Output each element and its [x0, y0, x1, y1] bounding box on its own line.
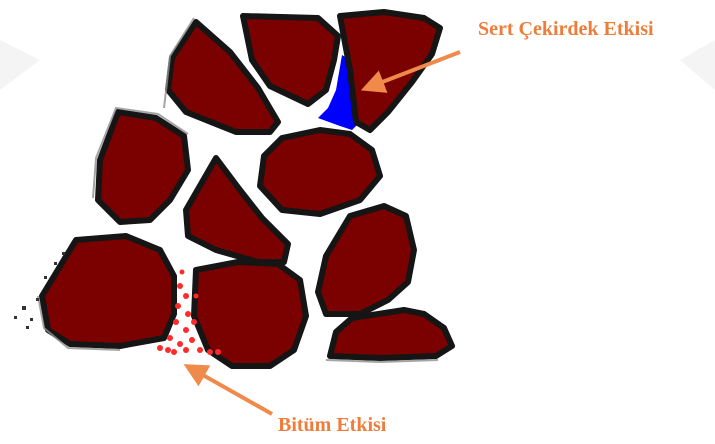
- aggregate-10: [330, 310, 452, 358]
- bitumen-arrow: [194, 370, 272, 414]
- aggregate-2: [340, 12, 440, 130]
- aggregate-9: [318, 206, 414, 314]
- aggregate-7: [42, 236, 174, 346]
- aggregate-5: [260, 130, 380, 214]
- aggregate-4: [98, 112, 188, 222]
- hard-core-label: Sert Çekirdek Etkisi: [478, 18, 654, 41]
- aggregate-group: [42, 12, 452, 366]
- bitumen-label: Bitüm Etkisi: [278, 414, 386, 437]
